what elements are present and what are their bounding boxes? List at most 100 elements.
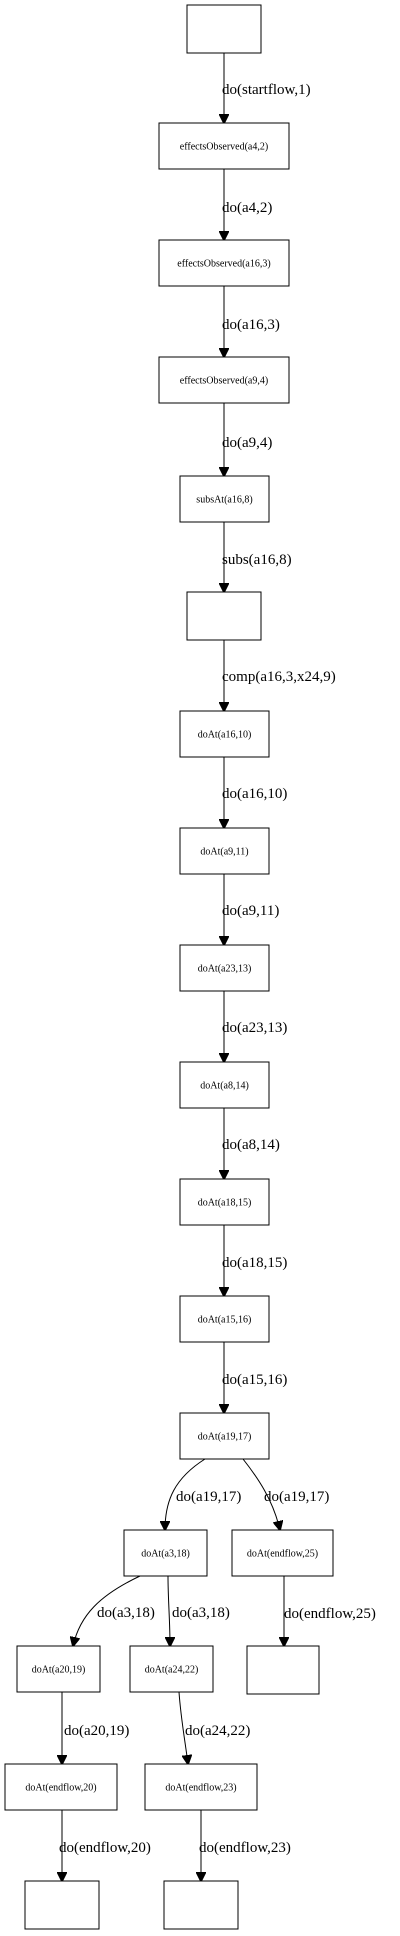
state-box [179,944,270,992]
edge-label: do(a9,11) [222,903,279,919]
state-node-n6: doAt(a16,10) [179,710,270,758]
state-node-n16: doAt(a24,22) [129,1645,214,1693]
nodes-layer: effectsObserved(a4,2) effectsObserved(a16… [4,4,334,1930]
edge-n8-n9: do(a23,13) [222,991,287,1062]
edge-n15-n18: do(a20,19) [62,1692,129,1764]
edge-n18-n20: do(endflow,20) [59,1810,151,1881]
state-node-n3: effectsObserved(a9,4) [158,356,290,404]
state-box [16,1645,101,1693]
state-node-n0 [186,4,262,54]
state-label: subsAt(a16,8) [196,495,252,506]
edge-arrow [73,1575,141,1646]
state-label: doAt(a24,22) [145,1665,199,1676]
edge-n13-n15: do(a3,18) [73,1575,155,1646]
state-box [158,239,290,287]
edge-label: do(a24,22) [185,1723,250,1739]
edge-n5-n6: comp(a16,3,x24,9) [222,640,336,711]
edge-label: subs(a16,8) [222,552,292,568]
edge-n3-n4: do(a9,4) [222,403,272,476]
state-node-n9: doAt(a8,14) [179,1061,270,1109]
state-node-n11: doAt(a15,16) [179,1295,270,1343]
edge-n14-n17: do(endflow,25) [284,1576,376,1646]
edge-label: do(a23,13) [222,1020,287,1036]
state-node-n2: effectsObserved(a16,3) [158,239,290,287]
edge-arrow [168,1575,170,1646]
state-label: doAt(endflow,25) [247,1549,318,1560]
edge-n2-n3: do(a16,3) [222,286,280,357]
edge-n6-n7: do(a16,10) [222,757,287,828]
state-box [179,710,270,758]
edge-label: do(a8,14) [222,1137,280,1153]
edge-arrow [165,1458,206,1530]
state-label: doAt(a20,19) [32,1665,86,1676]
edge-n10-n11: do(a18,15) [222,1225,287,1296]
edge-arrow [242,1458,280,1530]
state-box [129,1645,214,1693]
edge-label: do(endflow,23) [199,1840,291,1856]
edge-label: do(a20,19) [64,1723,129,1739]
edge-n0-n1: do(startflow,1) [222,53,311,123]
state-label: doAt(a8,14) [200,1081,249,1092]
edge-n1-n2: do(a4,2) [222,169,272,240]
state-node-n14: doAt(endflow,25) [231,1529,334,1577]
state-node-n7: doAt(a9,11) [179,827,270,875]
state-node-n4: subsAt(a16,8) [179,475,270,523]
state-box [179,1061,270,1109]
state-label: doAt(a19,17) [198,1432,252,1443]
edge-label: do(a19,17) [176,1489,241,1505]
state-box [231,1529,334,1577]
edge-label: comp(a16,3,x24,9) [222,669,336,685]
edge-n4-n5: subs(a16,8) [222,522,292,592]
state-label: doAt(a23,13) [198,964,252,975]
state-box [123,1529,208,1577]
state-node-n8: doAt(a23,13) [179,944,270,992]
edge-label: do(a18,15) [222,1255,287,1271]
state-label: doAt(endflow,20) [25,1783,96,1794]
state-box [179,1295,270,1343]
state-box [246,1645,320,1695]
edge-label: do(a3,18) [172,1605,230,1621]
state-label: effectsObserved(a4,2) [180,142,268,153]
state-box [186,591,262,641]
edge-label: do(startflow,1) [222,82,311,98]
state-label: doAt(a9,11) [200,847,248,858]
edge-arrow [178,1691,188,1764]
edge-label: do(a16,3) [222,317,280,333]
state-node-n1: effectsObserved(a4,2) [158,122,290,170]
state-node-n17 [246,1645,320,1695]
state-box [179,1412,270,1460]
state-label: doAt(endflow,23) [165,1783,236,1794]
edge-label: do(a3,18) [97,1605,155,1621]
edge-n9-n10: do(a8,14) [222,1108,280,1179]
state-node-n5 [186,591,262,641]
state-box [158,356,290,404]
edge-n7-n8: do(a9,11) [222,874,279,945]
state-box [179,1178,270,1226]
edge-label: do(a19,17) [264,1489,329,1505]
state-node-n10: doAt(a18,15) [179,1178,270,1226]
edge-n13-n16: do(a3,18) [168,1575,230,1646]
edge-label: do(endflow,25) [284,1606,376,1622]
state-box [179,827,270,875]
edge-n12-n14: do(a19,17) [242,1458,329,1530]
state-node-n12: doAt(a19,17) [179,1412,270,1460]
state-node-n15: doAt(a20,19) [16,1645,101,1693]
state-box [186,4,262,54]
edge-label: do(a9,4) [222,435,272,451]
state-box [4,1763,118,1811]
edges-layer: do(startflow,1) do(a4,2) do(a16,3) do(a9,4)… [59,53,376,1881]
edge-n11-n12: do(a15,16) [222,1342,287,1413]
edge-n16-n19: do(a24,22) [178,1691,250,1764]
state-node-n13: doAt(a3,18) [123,1529,208,1577]
state-box [24,1880,100,1930]
state-label: effectsObserved(a16,3) [177,259,270,270]
edge-label: do(a16,10) [222,786,287,802]
state-label: doAt(a3,18) [141,1549,190,1560]
state-node-n18: doAt(endflow,20) [4,1763,118,1811]
state-label: effectsObserved(a9,4) [180,376,268,387]
state-node-n21 [163,1880,239,1930]
state-box [144,1763,258,1811]
state-box [163,1880,239,1930]
state-box [179,475,270,523]
